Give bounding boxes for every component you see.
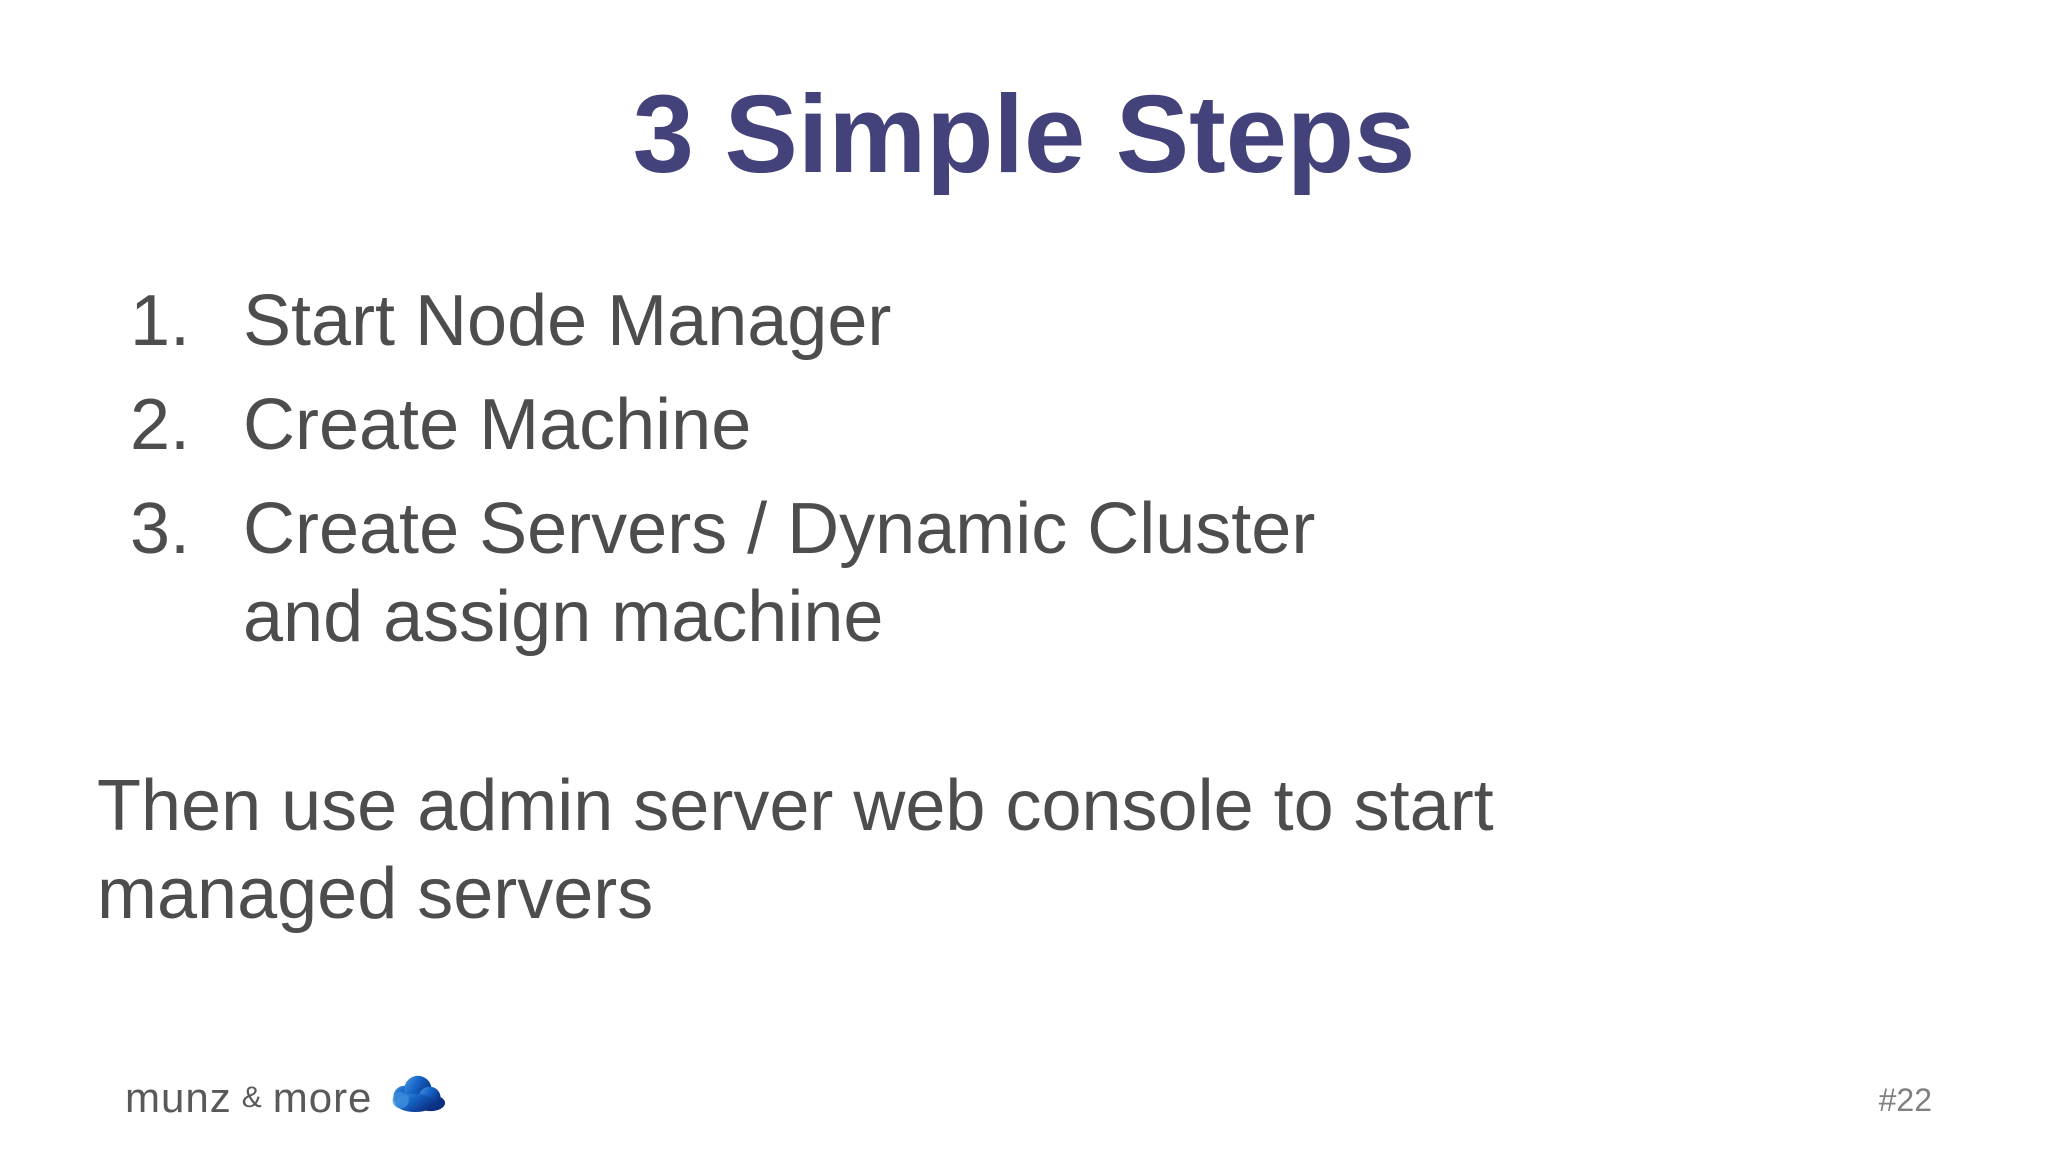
step-1-number: 1. bbox=[130, 281, 191, 361]
list-item-step-1: 1. Start Node Manager bbox=[130, 277, 1315, 365]
step-2-text: Create Machine bbox=[243, 385, 752, 465]
logo-text-more: more bbox=[272, 1074, 373, 1121]
logo-ampersand: & bbox=[241, 1081, 263, 1114]
page-number: #22 bbox=[1878, 1082, 1932, 1118]
list-item-step-2: 2. Create Machine bbox=[130, 381, 1315, 469]
step-1-text: Start Node Manager bbox=[243, 281, 892, 361]
step-3-number: 3. bbox=[130, 489, 191, 569]
logo-text-munz: munz bbox=[125, 1074, 232, 1121]
company-logo: munz & more bbox=[125, 1072, 446, 1124]
list-item-step-3: 3. Create Servers / Dynamic Cluster and … bbox=[130, 485, 1315, 661]
step-2-number: 2. bbox=[130, 385, 191, 465]
slide-title: 3 Simple Steps bbox=[632, 73, 1416, 196]
steps-list: 1. Start Node Manager 2. Create Machine … bbox=[130, 277, 1315, 677]
step-3-text: Create Servers / Dynamic Cluster and ass… bbox=[243, 489, 1316, 657]
cloud-icon bbox=[388, 1072, 446, 1124]
note-paragraph: Then use admin server web console to sta… bbox=[97, 766, 1494, 934]
